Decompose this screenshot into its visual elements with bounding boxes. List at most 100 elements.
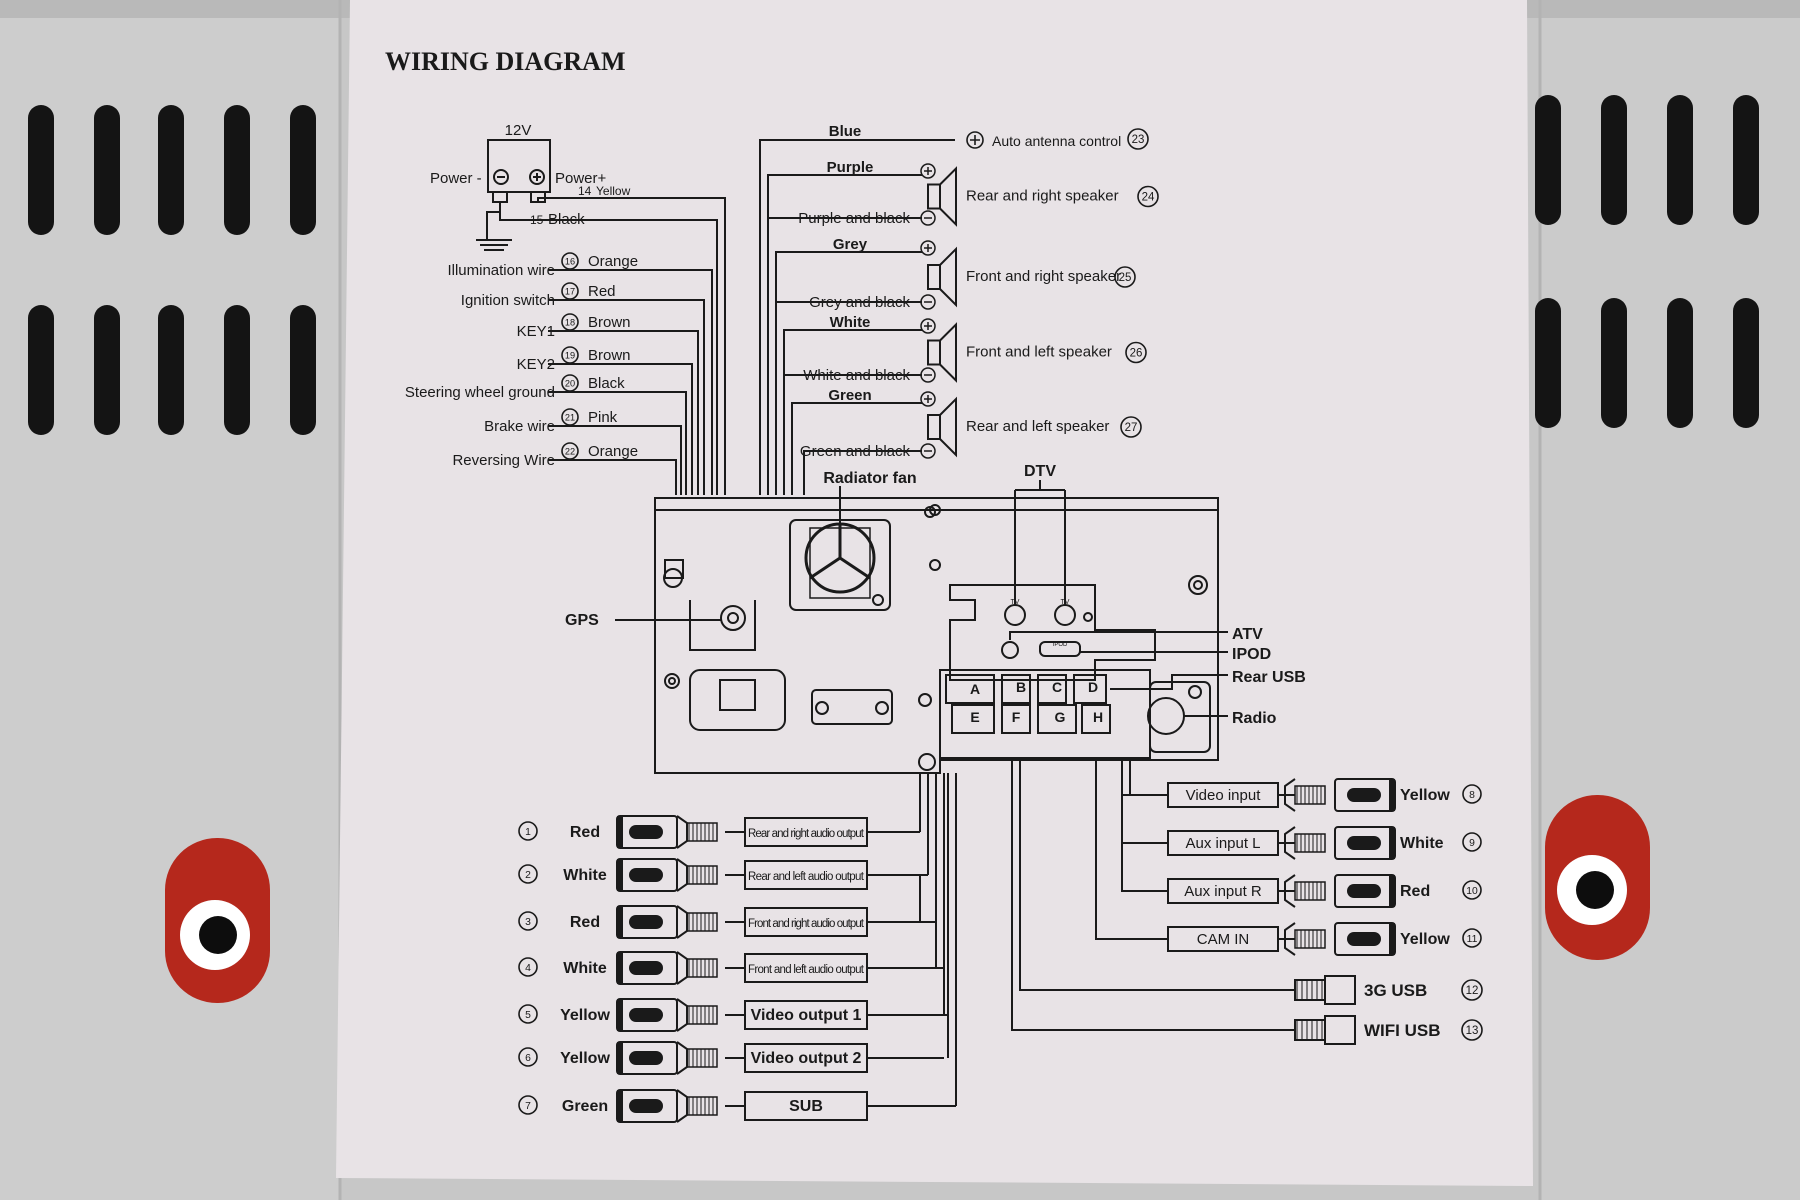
rca-input-number: 9 <box>1462 832 1482 852</box>
vent-slots-left <box>28 105 316 435</box>
rca-output-color: Red <box>570 824 600 841</box>
left-wire-name: Ignition switch <box>461 292 555 309</box>
connector-letter: G <box>1055 709 1066 725</box>
usb-plug-icon <box>1294 975 1356 1005</box>
rca-plug-icon <box>1284 826 1396 860</box>
speaker-icon <box>927 166 957 227</box>
left-wire-number: 20 <box>561 374 579 392</box>
rca-output-number: 4 <box>518 957 538 977</box>
svg-text:10: 10 <box>1466 886 1478 897</box>
mount-hole-left <box>165 838 270 1003</box>
connector-letter: A <box>970 681 980 697</box>
svg-text:16: 16 <box>565 256 575 266</box>
rca-plug-icon <box>1284 874 1396 908</box>
left-wire-number: 18 <box>561 313 579 331</box>
rca-input-color: Red <box>1400 883 1430 900</box>
left-wire-color: Brown <box>588 314 631 331</box>
connector-letter: H <box>1093 709 1103 725</box>
svg-text:7: 7 <box>525 1101 531 1112</box>
usb-label: WIFI USB <box>1364 1021 1441 1040</box>
speaker-icon <box>927 246 957 308</box>
rca-output-number: 3 <box>518 911 538 931</box>
power-yellow-num: 14 <box>578 184 592 198</box>
svg-text:27: 27 <box>1125 422 1138 434</box>
rca-input-label: Aux input L <box>1185 835 1260 852</box>
tv-tag-1: TV <box>1011 599 1020 606</box>
power-black-label: Black <box>548 211 585 228</box>
rca-output-number: 1 <box>518 821 538 841</box>
tv-tag-2: TV <box>1061 599 1070 606</box>
connector-letter: E <box>970 709 979 725</box>
left-wire-color: Orange <box>588 253 638 270</box>
usb-number: 13 <box>1461 1019 1483 1041</box>
rca-output-color: White <box>563 867 607 884</box>
svg-text:6: 6 <box>525 1053 531 1064</box>
svg-text:13: 13 <box>1466 1025 1479 1037</box>
rca-input-label: Aux input R <box>1184 883 1262 900</box>
speaker-label: Rear and right speaker <box>966 188 1119 205</box>
rca-input-color: Yellow <box>1400 931 1450 948</box>
power-voltage: 12V <box>505 122 532 139</box>
left-wire-name: KEY2 <box>517 356 555 373</box>
rca-input-number: 8 <box>1462 784 1482 804</box>
connector-letter: F <box>1012 709 1021 725</box>
diagram-title: WIRING DIAGRAM <box>385 47 626 76</box>
rca-input-color: White <box>1400 835 1444 852</box>
connector-letter: B <box>1016 679 1026 695</box>
rca-output-number: 5 <box>518 1004 538 1024</box>
svg-text:9: 9 <box>1469 838 1475 849</box>
rca-plug-icon <box>1284 778 1396 812</box>
svg-text:2: 2 <box>525 870 531 881</box>
left-wire-number: 19 <box>561 346 579 364</box>
left-wire-name: Brake wire <box>484 418 555 435</box>
left-wire-color: Red <box>588 283 616 300</box>
svg-text:17: 17 <box>565 286 575 296</box>
ipod-label: IPOD <box>1232 646 1271 663</box>
speaker-minus-color: White and black <box>803 367 910 384</box>
rca-output-label: Video output 2 <box>751 1050 862 1067</box>
speaker-icon <box>927 322 957 383</box>
usb-number: 12 <box>1461 979 1483 1001</box>
antenna-number: 23 <box>1127 128 1149 150</box>
speaker-number: 26 <box>1125 341 1147 364</box>
speaker-minus-color: Grey and black <box>809 294 910 311</box>
speaker-label: Rear and left speaker <box>966 418 1109 435</box>
rca-plug-icon <box>616 815 718 849</box>
left-wire: KEY2 19 Brown <box>517 346 693 495</box>
rca-plug-icon <box>616 858 718 892</box>
dtv-label: DTV <box>1024 463 1056 480</box>
svg-text:5: 5 <box>525 1010 531 1021</box>
speaker-minus-color: Purple and black <box>798 210 910 227</box>
left-wire-color: Orange <box>588 443 638 460</box>
left-wire-color: Brown <box>588 347 631 364</box>
antenna-label: Auto antenna control <box>992 133 1121 149</box>
rca-output-label: Rear and left audio output <box>748 871 865 883</box>
rca-input: Aux input R Red 10 <box>1121 758 1482 908</box>
svg-text:1: 1 <box>525 827 531 838</box>
svg-text:24: 24 <box>1142 192 1155 204</box>
svg-text:8: 8 <box>1469 790 1475 801</box>
power-plus-label: Power+ <box>555 170 607 187</box>
rca-input-label: CAM IN <box>1197 931 1250 948</box>
left-wire-name: KEY1 <box>517 323 555 340</box>
usb-label: 3G USB <box>1364 981 1427 1000</box>
usb-port: WIFI USB 13 <box>1011 758 1483 1045</box>
